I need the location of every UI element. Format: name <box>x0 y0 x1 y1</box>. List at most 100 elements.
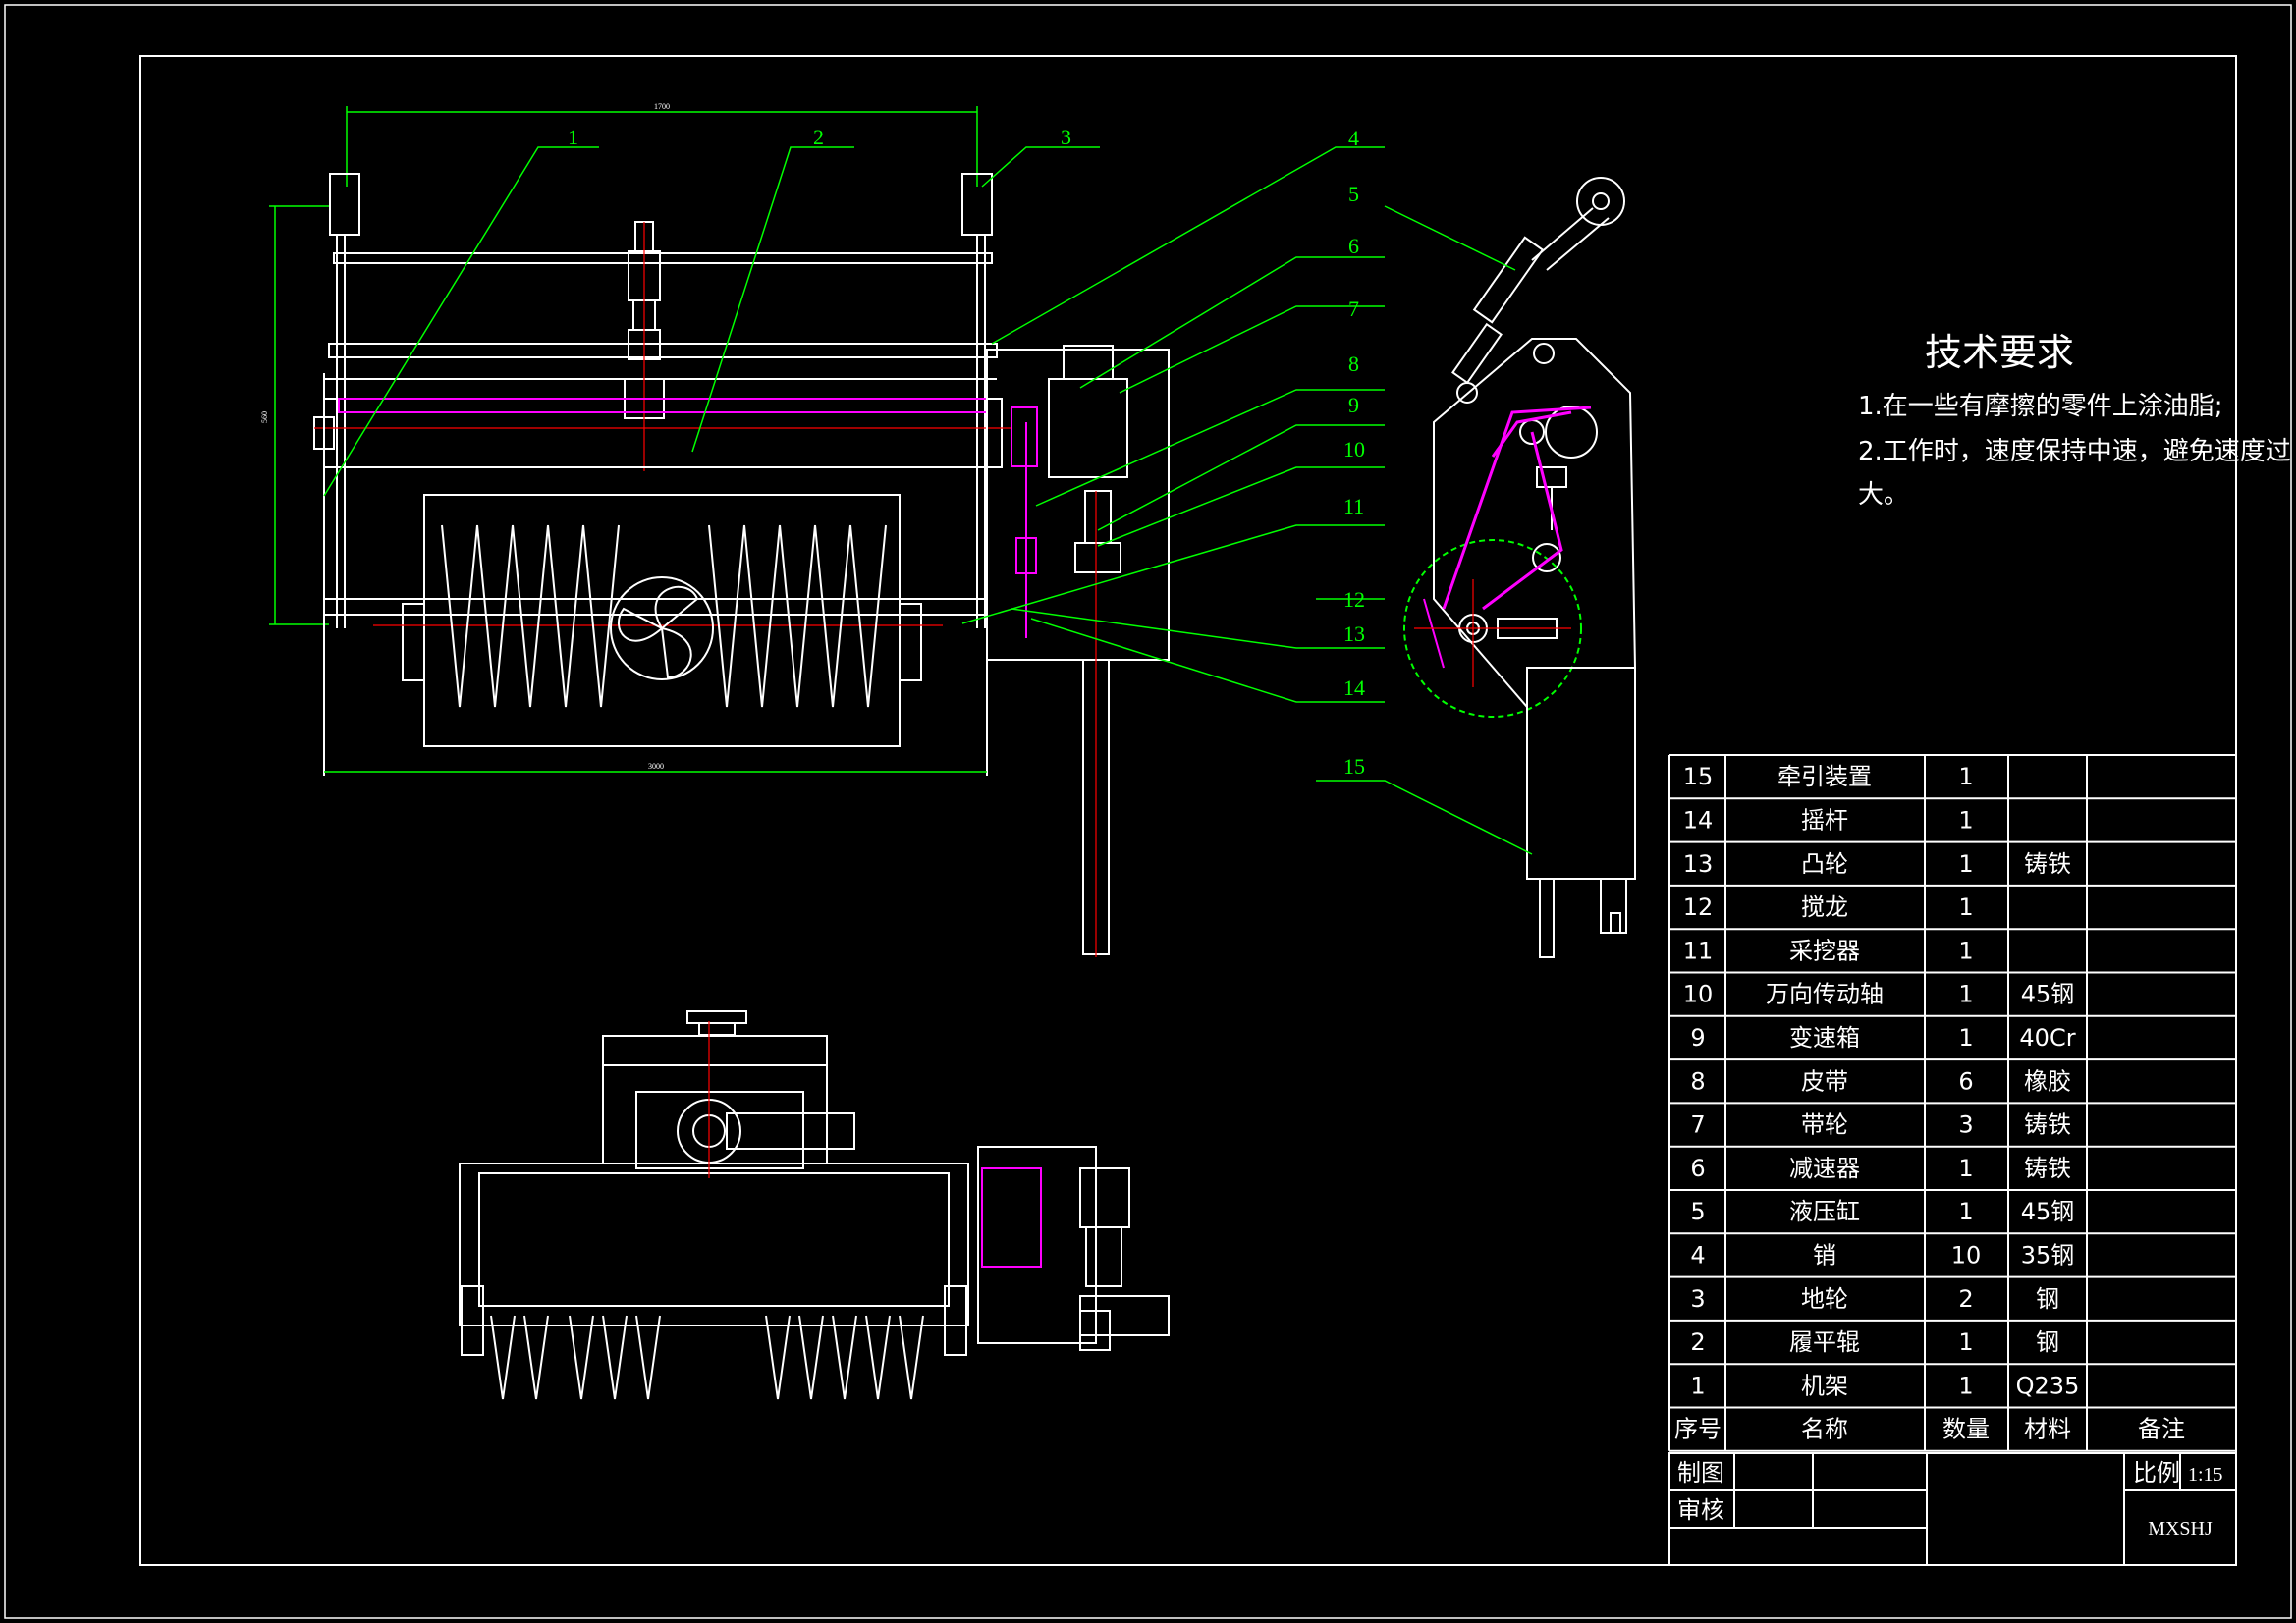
scale-value: 1:15 <box>2188 1464 2223 1486</box>
balloon-3: 3 <box>1061 125 1071 149</box>
bom-cell-name: 带轮 <box>1801 1111 1848 1139</box>
bom-header-no: 序号 <box>1674 1416 1722 1443</box>
bom-cell-qty: 1 <box>1958 1024 1973 1052</box>
balloon-9: 9 <box>1348 393 1359 417</box>
bom-cell-qty: 1 <box>1958 1328 1973 1356</box>
bom-cell-name: 地轮 <box>1801 1285 1848 1313</box>
bom-cell-material: 45钢 <box>2021 981 2075 1008</box>
drawing-code: MXSHJ <box>2148 1518 2213 1540</box>
bom-cell-no: 12 <box>1683 893 1714 921</box>
bom-cell-name: 减速器 <box>1789 1155 1860 1182</box>
technical-requirements: 技术要求 1.在一些有摩擦的零件上涂油脂; 2.工作时，速度保持中速，避免速度过… <box>1858 331 2291 510</box>
bom-cell-material: 35钢 <box>2021 1241 2075 1269</box>
bom-header-remark: 备注 <box>2138 1416 2185 1443</box>
bom-header-material: 材料 <box>2024 1416 2071 1443</box>
bom-header-name: 名称 <box>1801 1416 1848 1443</box>
title-block <box>1668 1452 2237 1566</box>
balloon-4: 4 <box>1348 126 1359 150</box>
bom-cell-material: 铸铁 <box>2024 1155 2071 1182</box>
balloon-14: 14 <box>1343 676 1365 700</box>
bom-cell-qty: 6 <box>1958 1067 1973 1095</box>
bom-cell-qty: 10 <box>1951 1241 1982 1269</box>
bom-cell-qty: 1 <box>1958 1155 1973 1182</box>
bom-cell-material: 钢 <box>2036 1285 2059 1313</box>
requirements-title: 技术要求 <box>1925 331 2074 374</box>
bom-cell-material: 铸铁 <box>2024 850 2071 878</box>
balloon-8: 8 <box>1348 352 1359 376</box>
bom-cell-no: 9 <box>1690 1024 1705 1052</box>
balloon-7: 7 <box>1348 297 1359 321</box>
bom-cell-name: 履平辊 <box>1789 1328 1860 1356</box>
bom-cell-material: Q235 <box>2016 1372 2080 1399</box>
balloon-12: 12 <box>1343 587 1365 612</box>
bom-cell-no: 1 <box>1690 1372 1705 1399</box>
front-view: 1700 560 <box>260 102 1170 957</box>
balloon-numbers: 1 2 3 4 5 6 7 8 9 10 11 12 13 14 15 <box>568 125 1365 779</box>
bom-cell-no: 11 <box>1683 937 1714 964</box>
bom-cell-material: 40Cr <box>2019 1024 2075 1052</box>
bom-cell-name: 凸轮 <box>1801 850 1848 878</box>
bom-cell-name: 万向传动轴 <box>1766 981 1884 1008</box>
bom-cell-qty: 3 <box>1958 1111 1973 1139</box>
bom-cell-no: 8 <box>1690 1067 1705 1095</box>
balloon-10: 10 <box>1343 437 1365 461</box>
bom-cell-qty: 1 <box>1958 763 1973 790</box>
sheet-frame <box>4 4 2292 1619</box>
scale-label: 比例 <box>2133 1459 2180 1487</box>
top-view <box>459 1010 1170 1400</box>
bom-cell-name: 摇杆 <box>1801 806 1848 834</box>
bom-cell-qty: 2 <box>1958 1285 1973 1313</box>
auger-flights <box>441 524 887 708</box>
bom-cell-no: 6 <box>1690 1155 1705 1182</box>
bom-cell-qty: 1 <box>1958 806 1973 834</box>
bom-cell-name: 采挖器 <box>1789 937 1860 964</box>
bom-cell-no: 10 <box>1683 981 1714 1008</box>
top-width-dimension <box>346 106 978 187</box>
bom-cell-no: 5 <box>1690 1198 1705 1225</box>
leader-lines <box>323 146 1533 855</box>
balloon-5: 5 <box>1348 182 1359 206</box>
bom-cell-no: 14 <box>1683 806 1714 834</box>
balloon-13: 13 <box>1343 622 1365 646</box>
bom-cell-name: 皮带 <box>1801 1067 1848 1095</box>
bom-cell-no: 13 <box>1683 850 1714 878</box>
bom-cell-name: 搅龙 <box>1801 893 1848 921</box>
bom-cell-no: 3 <box>1690 1285 1705 1313</box>
top-view-auger <box>490 1315 924 1400</box>
bom-cell-qty: 1 <box>1958 1372 1973 1399</box>
bom-cell-qty: 1 <box>1958 1198 1973 1225</box>
bom-cell-no: 2 <box>1690 1328 1705 1356</box>
balloon-1: 1 <box>568 125 578 149</box>
bom-cell-qty: 1 <box>1958 937 1973 964</box>
requirements-line-2: 2.工作时，速度保持中速，避免速度过 <box>1858 437 2291 466</box>
side-height-text: 560 <box>260 411 269 423</box>
bom-header-qty: 数量 <box>1942 1416 1990 1443</box>
bom-cell-no: 15 <box>1683 763 1714 790</box>
requirements-line-3: 大。 <box>1858 480 1909 510</box>
side-view <box>1403 177 1637 958</box>
bom-cell-name: 液压缸 <box>1789 1198 1860 1225</box>
bom-cell-qty: 1 <box>1958 893 1973 921</box>
bom-cell-no: 7 <box>1690 1111 1705 1139</box>
bom-cell-name: 牵引装置 <box>1777 763 1872 790</box>
drawn-label: 制图 <box>1677 1459 1724 1487</box>
bottom-width-text: 3000 <box>648 762 664 771</box>
bom-cell-material: 铸铁 <box>2024 1111 2071 1139</box>
bom-cell-name: 机架 <box>1801 1372 1848 1399</box>
bom-cell-no: 4 <box>1690 1241 1705 1269</box>
requirements-line-1: 1.在一些有摩擦的零件上涂油脂; <box>1858 392 2223 421</box>
bom-cell-material: 45钢 <box>2021 1198 2075 1225</box>
bom-cell-name: 销 <box>1813 1241 1836 1269</box>
bom-table-grid <box>1668 754 2237 1452</box>
bom-cell-qty: 1 <box>1958 850 1973 878</box>
check-label: 审核 <box>1677 1496 1724 1524</box>
bom-cell-material: 橡胶 <box>2024 1067 2071 1095</box>
title-block-text: 制图 审核 比例 1:15 MXSHJ <box>1677 1459 2223 1540</box>
balloon-2: 2 <box>813 125 824 149</box>
side-height-dimension <box>269 205 329 625</box>
balloon-11: 11 <box>1343 494 1364 518</box>
balloon-15: 15 <box>1343 754 1365 779</box>
